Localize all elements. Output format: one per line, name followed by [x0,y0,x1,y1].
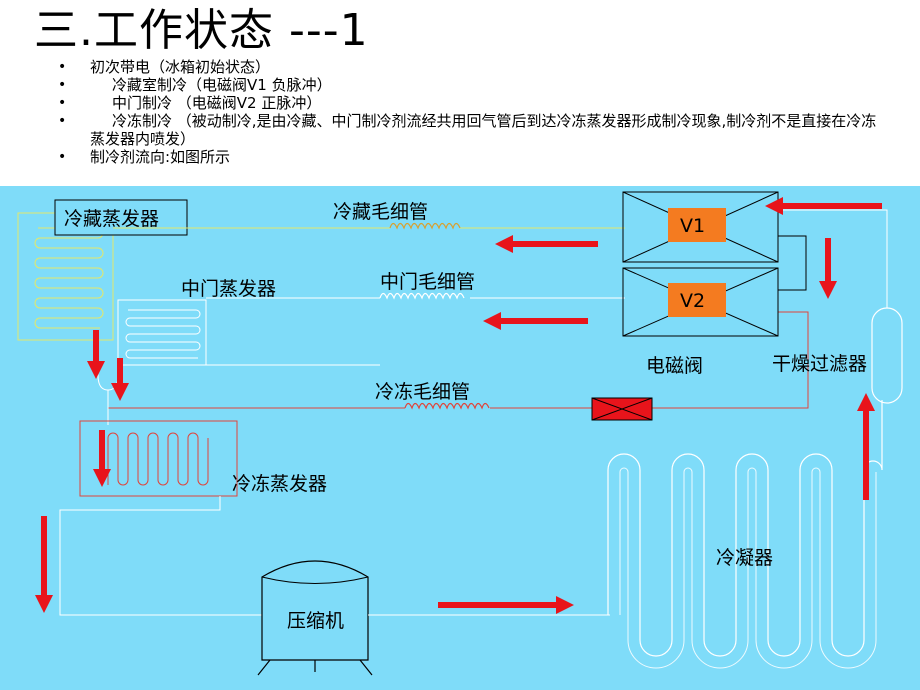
compressor-label: 压缩机 [287,610,344,632]
freezer-evaporator: 冷冻蒸发器 [79,420,327,497]
refrigeration-diagram: 冷藏蒸发器 冷藏毛细管 中门蒸发器 中门毛细管 冷冻毛细管 冷冻蒸发器 [17,191,903,676]
flow-arrows [35,197,882,614]
expansion-valve-cross [591,397,653,421]
bullet-list: 初次带电（冰箱初始状态） 冷藏室制冷（电磁阀V1 负脉冲） 中门制冷 （电磁阀V… [58,58,878,166]
middle-evaporator-label: 中门蒸发器 [181,278,276,300]
solenoid-valve-label: 电磁阀 [646,355,703,377]
bullet-text: 中门制冷 （电磁阀V2 正脉冲） [112,94,322,112]
return-junction [97,340,119,425]
bullet-item-flow-direction: 制冷剂流向:如图所示 [58,148,878,166]
middle-evaporator: 中门蒸发器 [117,278,276,366]
page-title: 三.工作状态 ---1 [34,5,369,56]
solenoid-valve-v1: V1 [622,191,779,263]
bullet-text: 冷冻制冷 （被动制冷,是由冷藏、中门制冷剂流经共用回气管后到达冷冻蒸发器形成制冷… [90,112,877,148]
dryer-filter: 干燥过滤器 [772,209,903,404]
fridge-capillary: 冷藏毛细管 [113,201,625,230]
bullet-text: 初次带电（冰箱初始状态） [90,58,271,76]
valve-v1-label: V1 [680,215,705,237]
middle-capillary-label: 中门毛细管 [380,271,475,293]
condenser-label: 冷凝器 [716,547,773,569]
compressor: 压缩机 [257,560,373,676]
bullet-text: 冷藏室制冷（电磁阀V1 负脉冲） [112,76,332,94]
fridge-evaporator-label-box: 冷藏蒸发器 [54,199,188,236]
freezer-capillary-label: 冷冻毛细管 [375,381,470,403]
fridge-evaporator-label: 冷藏蒸发器 [64,208,159,230]
suction-line [59,496,262,616]
solenoid-valve-v2: V2 [622,235,807,337]
bullet-item-initial-power: 初次带电（冰箱初始状态） [58,58,878,76]
bullet-item-freezer-cooling: 冷冻制冷 （被动制冷,是由冷藏、中门制冷剂流经共用回气管后到达冷冻蒸发器形成制冷… [58,112,878,148]
bullet-item-middle-cooling: 中门制冷 （电磁阀V2 正脉冲） [58,94,878,112]
condenser: 冷凝器 [607,400,883,669]
bullet-item-fridge-cooling: 冷藏室制冷（电磁阀V1 负脉冲） [58,76,878,94]
fridge-capillary-label: 冷藏毛细管 [333,201,428,223]
diagram-panel: 冷藏蒸发器 冷藏毛细管 中门蒸发器 中门毛细管 冷冻毛细管 冷冻蒸发器 [0,186,920,690]
freezer-capillary: 冷冻毛细管 [108,311,809,421]
freezer-evaporator-label: 冷冻蒸发器 [232,473,327,495]
bullet-text: 制冷剂流向:如图所示 [90,148,231,166]
middle-capillary: 中门毛细管 [206,271,625,366]
valve-v2-label: V2 [680,290,705,312]
dryer-filter-label: 干燥过滤器 [772,353,867,375]
